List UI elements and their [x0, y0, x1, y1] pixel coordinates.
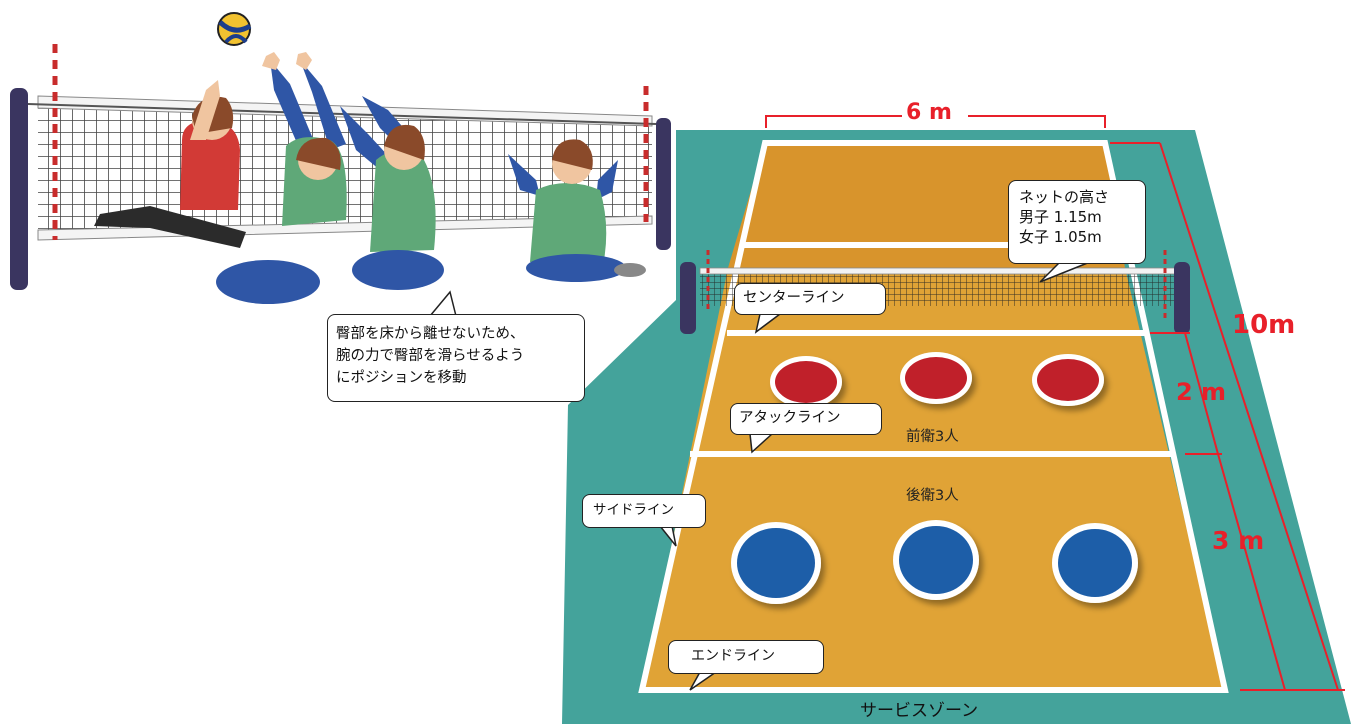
width-dimension — [968, 115, 1106, 128]
court-net-post-right — [1174, 262, 1190, 334]
back-zone-label: 後衛3人 — [906, 488, 959, 504]
volleyball — [217, 12, 252, 46]
opponent-player — [94, 80, 246, 248]
front-player-fill — [905, 357, 967, 399]
back-player-fill — [1058, 529, 1132, 597]
net-height-women: 女子 1.05m — [1019, 228, 1102, 246]
movement-note-line: にポジションを移動 — [336, 370, 467, 386]
end-line-label: エンドライン — [668, 640, 824, 674]
service-zone-label: サービスゾーン — [860, 701, 979, 721]
net-cable — [27, 103, 657, 125]
center-line-label: センターライン — [734, 283, 886, 315]
front-zone-dimension-label: 2 m — [1176, 378, 1227, 406]
back-zone-dimension-label: 3 m — [1212, 526, 1265, 555]
net-height-men: 男子 1.15m — [1019, 208, 1102, 226]
back-player-fill — [899, 526, 973, 594]
sitting-players-scene — [10, 12, 671, 304]
zone-dimension — [1217, 453, 1286, 691]
side-line-label: サイドライン — [582, 494, 706, 528]
movement-note-callout: 臀部を床から離せないため、 腕の力で臀部を滑らせるよう にポジションを移動 — [327, 314, 585, 402]
sitting-player — [340, 96, 444, 290]
side-line-tail — [659, 525, 677, 547]
length-dimension-label: 10m — [1232, 310, 1296, 340]
movement-note-line: 腕の力で臀部を滑らせるよう — [336, 348, 525, 364]
attack-line-label: アタックライン — [730, 403, 882, 435]
net-post-right — [656, 118, 671, 250]
sitting-player — [216, 52, 347, 304]
net-post-left — [10, 88, 28, 290]
back-player-fill — [737, 528, 815, 598]
width-dimension — [765, 115, 902, 128]
center-line-tail — [754, 313, 781, 334]
attack-line-tail — [749, 433, 773, 454]
width-dimension-label: 6 m — [906, 100, 952, 125]
sitting-player — [508, 139, 646, 282]
end-line-tail — [689, 671, 717, 691]
front-zone-label: 前衛3人 — [906, 429, 959, 445]
movement-note-tail — [429, 290, 457, 317]
net-height-title: ネットの高さ — [1019, 188, 1110, 206]
movement-note-line: 臀部を床から離せないため、 — [336, 326, 525, 342]
front-player-fill — [775, 361, 837, 403]
net-height-tail — [1039, 261, 1091, 283]
court-diagram — [562, 115, 1351, 724]
front-player-fill — [1037, 359, 1099, 401]
length-dimension — [1159, 142, 1339, 691]
zone-dimension — [1184, 332, 1219, 455]
court-net-tape — [699, 267, 1179, 275]
net-height-callout: ネットの高さ 男子 1.15m 女子 1.05m — [1008, 180, 1146, 264]
court-net-post-left — [680, 262, 696, 334]
